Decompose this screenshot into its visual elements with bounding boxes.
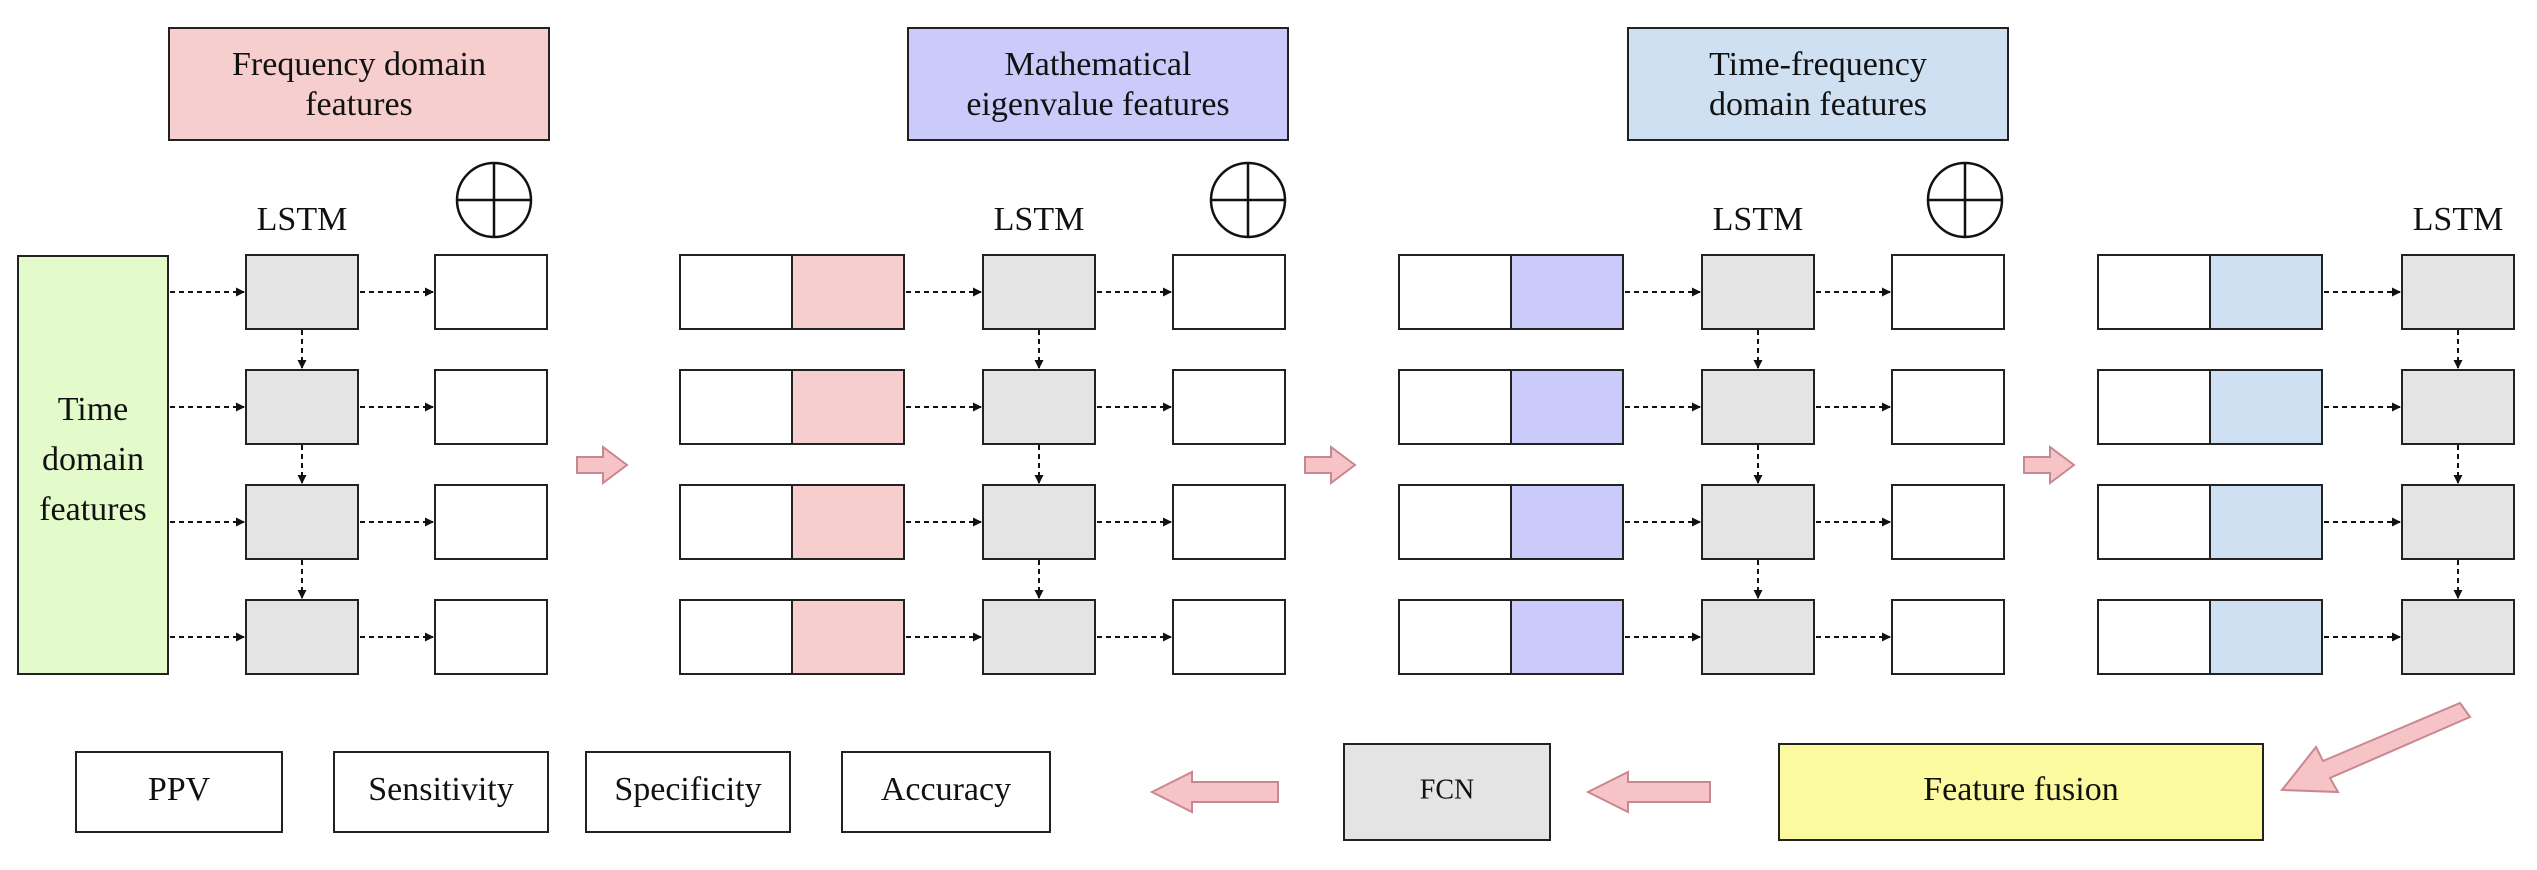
lstm-output-cell: [1172, 369, 1286, 445]
previous-output-cell: [1398, 369, 1512, 445]
lstm-cell: [245, 369, 359, 445]
right-arrow-icon: [576, 445, 629, 485]
previous-output-cell: [2097, 484, 2211, 560]
previous-output-cell: [2097, 369, 2211, 445]
feature-title-box: [1627, 27, 2009, 141]
lstm-cell: [982, 369, 1096, 445]
new-feature-cell: [1510, 484, 1624, 560]
fcn-box: [1343, 743, 1551, 841]
new-feature-cell: [1510, 254, 1624, 330]
lstm-cell: [245, 599, 359, 675]
feature-title: Mathematical: [1005, 46, 1192, 83]
new-feature-cell: [2209, 599, 2323, 675]
feature-title-box: [168, 27, 550, 141]
left-arrow-icon: [1585, 770, 1711, 814]
new-feature-cell: [791, 369, 905, 445]
lstm-output-cell: [1891, 254, 2005, 330]
lstm-label: LSTM: [1713, 201, 1804, 238]
lstm-cell: [982, 599, 1096, 675]
feature-title-box: [907, 27, 1289, 141]
lstm-label: LSTM: [994, 201, 1085, 238]
lstm-cell: [2401, 369, 2515, 445]
lstm-label: LSTM: [257, 201, 348, 238]
feature-fusion-box: [1778, 743, 2264, 841]
feature-title: eigenvalue features: [966, 86, 1229, 123]
lstm-output-cell: [1891, 599, 2005, 675]
previous-output-cell: [679, 254, 793, 330]
lstm-output-cell: [1172, 254, 1286, 330]
lstm-output-cell: [1891, 369, 2005, 445]
time-domain-label: features: [39, 491, 147, 528]
lstm-cell: [982, 254, 1096, 330]
lstm-label: LSTM: [2413, 201, 2504, 238]
lstm-output-cell: [434, 369, 548, 445]
lstm-output-cell: [434, 254, 548, 330]
metric-box: [75, 751, 283, 833]
new-feature-cell: [2209, 369, 2323, 445]
previous-output-cell: [2097, 599, 2211, 675]
metric-label: Sensitivity: [368, 771, 513, 808]
lstm-cell: [982, 484, 1096, 560]
previous-output-cell: [1398, 599, 1512, 675]
feature-fusion-label: Feature fusion: [1923, 771, 2118, 808]
metric-label: Accuracy: [881, 771, 1011, 808]
new-feature-cell: [2209, 484, 2323, 560]
new-feature-cell: [791, 599, 905, 675]
left-arrow-icon: [1149, 770, 1279, 814]
lstm-cell: [2401, 599, 2515, 675]
time-domain-label: domain: [42, 441, 144, 478]
metric-box: [841, 751, 1051, 833]
metric-box: [333, 751, 549, 833]
previous-output-cell: [1398, 254, 1512, 330]
time-domain-label: Time: [58, 391, 129, 428]
new-feature-cell: [2209, 254, 2323, 330]
time-domain-features-box: [17, 255, 169, 675]
feature-title: features: [305, 86, 413, 123]
lstm-cell: [1701, 599, 1815, 675]
circle-plus-icon: [455, 161, 533, 239]
lstm-cell: [245, 484, 359, 560]
feature-title: domain features: [1709, 86, 1927, 123]
lstm-cell: [2401, 484, 2515, 560]
lstm-cell: [245, 254, 359, 330]
lstm-output-cell: [1891, 484, 2005, 560]
previous-output-cell: [679, 599, 793, 675]
lstm-cell: [1701, 484, 1815, 560]
new-feature-cell: [791, 254, 905, 330]
right-arrow-icon: [2023, 445, 2076, 485]
previous-output-cell: [679, 369, 793, 445]
lstm-cell: [2401, 254, 2515, 330]
diagonal-arrow-icon: [2279, 701, 2472, 794]
new-feature-cell: [1510, 369, 1624, 445]
right-arrow-icon: [1304, 445, 1357, 485]
new-feature-cell: [1510, 599, 1624, 675]
metric-box: [585, 751, 791, 833]
previous-output-cell: [679, 484, 793, 560]
lstm-cell: [1701, 254, 1815, 330]
previous-output-cell: [1398, 484, 1512, 560]
feature-title: Time-frequency: [1709, 46, 1927, 83]
metric-label: PPV: [148, 771, 211, 808]
lstm-cell: [1701, 369, 1815, 445]
fcn-label: FCN: [1420, 774, 1474, 805]
previous-output-cell: [2097, 254, 2211, 330]
lstm-output-cell: [1172, 484, 1286, 560]
metric-label: Specificity: [614, 771, 761, 808]
new-feature-cell: [791, 484, 905, 560]
lstm-output-cell: [1172, 599, 1286, 675]
lstm-output-cell: [434, 484, 548, 560]
circle-plus-icon: [1209, 161, 1287, 239]
lstm-output-cell: [434, 599, 548, 675]
feature-title: Frequency domain: [232, 46, 486, 83]
circle-plus-icon: [1926, 161, 2004, 239]
